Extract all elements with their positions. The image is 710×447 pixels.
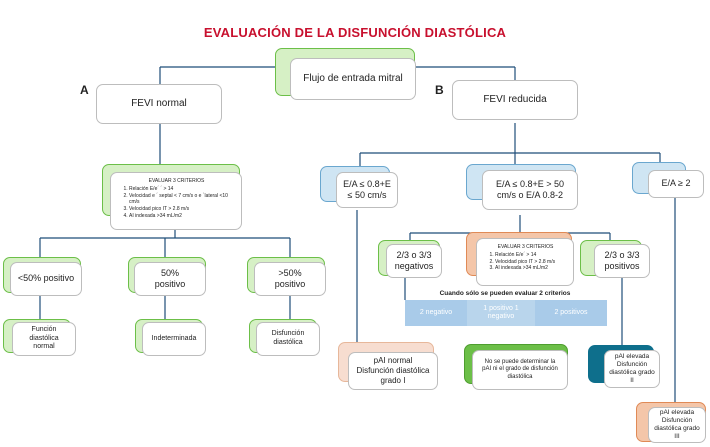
fevi-reducida-node: FEVI reducida	[452, 80, 578, 120]
branch-more-50-node: >50% positivo	[254, 262, 326, 296]
negativos-node: 2/3 o 3/3 negativos	[386, 244, 442, 278]
criteria-right-node: EVALUAR 3 CRITERIOS Relación E/e´ > 14 V…	[476, 238, 574, 286]
criteria-right-item: Velocidad pico IT > 2.8 m/s	[495, 259, 569, 266]
result-normal-node: Función diastólica normal	[12, 322, 76, 356]
diagram-title: EVALUACIÓN DE LA DISFUNCIÓN DIASTÓLICA	[203, 25, 507, 40]
bar-mixed: 1 positivo 1 negativo	[467, 300, 535, 326]
criteria-left-title: EVALUAR 3 CRITERIOS	[148, 178, 205, 184]
ea-low-node: E/A ≤ 0.8+E ≤ 50 cm/s	[336, 172, 398, 208]
result-indeterminado-node: No se puede determinar la pAI ni el grad…	[472, 350, 568, 390]
two-criteria-title: Cuando sólo se pueden evaluar 2 criterio…	[439, 290, 571, 297]
criteria-left-item: Relación E/e´ ´ > 14	[129, 186, 237, 193]
result-grado-1-node: pAI normal Disfunción diastólica grado I	[348, 352, 438, 390]
ea-high-node: E/A ≥ 2	[648, 170, 704, 198]
result-indeterminate-node: Indeterminada	[142, 322, 206, 356]
criteria-right-item: Relación E/e´ > 14	[495, 252, 569, 259]
bar-2-positivos: 2 positivos	[535, 300, 607, 326]
result-grado-3-node: pAI elevada Disfunción diastólica grado …	[648, 407, 706, 443]
fevi-normal-node: FEVI normal	[96, 84, 222, 124]
criteria-right-item: AI indexada >34 mL/m2	[495, 265, 569, 272]
section-a-label: A	[80, 83, 89, 97]
criteria-left-node: EVALUAR 3 CRITERIOS Relación E/e´ ´ > 14…	[110, 172, 242, 230]
branch-50-node: 50% positivo	[134, 262, 206, 296]
result-dysfunction-node: Disfunción diastólica	[256, 322, 320, 356]
criteria-left-item: Velocidad pico IT > 2.8 m/s	[129, 206, 237, 213]
positivos-node: 2/3 o 3/3 positivos	[594, 244, 650, 278]
branch-less-50-node: <50% positivo	[10, 262, 82, 296]
result-grado-2-node: pAI elevada Disfunción diastólica grado …	[604, 350, 660, 388]
criteria-right-title: EVALUAR 3 CRITERIOS	[497, 244, 554, 250]
ea-mid-node: E/A ≤ 0.8+E > 50 cm/s o E/A 0.8-2	[482, 170, 578, 210]
root-node: Flujo de entrada mitral	[290, 58, 416, 100]
section-b-label: B	[435, 83, 444, 97]
criteria-left-item: Velocidad e ´ septal < 7 cm/s o e ´later…	[129, 193, 237, 207]
bar-2-negativo: 2 negativo	[405, 300, 467, 326]
criteria-left-item: AI indexada >34 mL/m2	[129, 213, 237, 220]
